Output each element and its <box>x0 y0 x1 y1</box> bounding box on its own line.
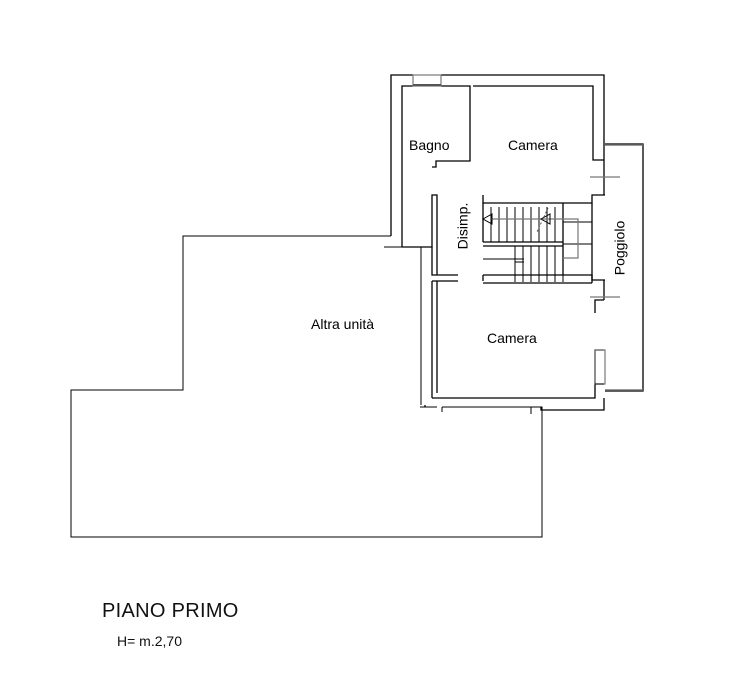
exterior-walls <box>390 74 605 247</box>
room-label-camera-bottom: Camera <box>487 330 537 346</box>
bagno-walls <box>402 194 438 248</box>
altra-unita-outline <box>70 235 543 538</box>
room-label-altra-unita: Altra unità <box>311 316 375 332</box>
room-label-disimp: Disimp. <box>454 202 471 250</box>
room-label-poggiolo: Poggiolo <box>611 220 628 276</box>
ceiling-height-note: H= m.2,70 <box>117 633 182 649</box>
disimp-walls <box>424 247 458 407</box>
poggiolo-outline <box>605 143 644 392</box>
stair-block <box>481 194 605 284</box>
floor-title: PIANO PRIMO <box>102 600 239 622</box>
room-label-camera-top: Camera <box>508 137 558 153</box>
balcony-doors <box>590 163 620 300</box>
camera-bottom-walls <box>432 275 606 411</box>
room-label-bagno: Bagno <box>409 137 450 153</box>
